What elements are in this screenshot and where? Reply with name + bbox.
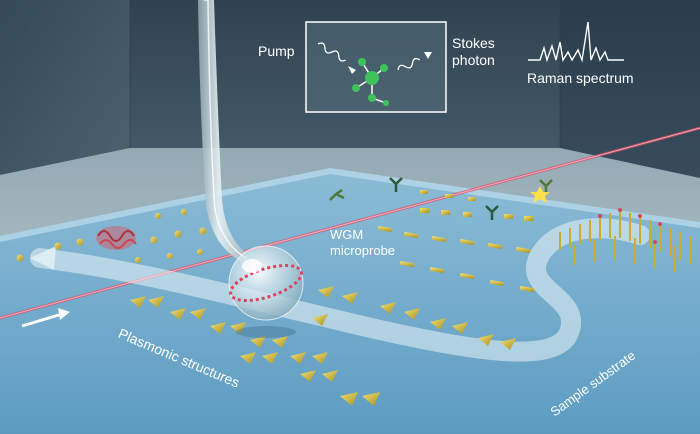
flow-arrowhead	[30, 246, 56, 270]
stokes-label: Stokes	[452, 35, 495, 51]
fiber-taper-icon	[198, 0, 250, 262]
microsphere-icon	[228, 245, 304, 338]
wavy-arrow-icon	[317, 42, 347, 62]
star-icon	[530, 186, 550, 203]
wavy-arrow-out-icon	[397, 57, 421, 71]
flow-path	[30, 218, 650, 362]
nanorod-row	[377, 225, 535, 293]
bowtie-antenna-array	[130, 286, 516, 406]
nanopillar-array	[559, 210, 691, 272]
photon-label: photon	[452, 52, 495, 68]
direction-arrow-shaft	[21, 312, 63, 328]
microprobe-label: microprobe	[330, 243, 396, 258]
right-wall	[560, 0, 700, 190]
raman-spectrum-icon	[528, 21, 624, 63]
pump-label: Pump	[258, 43, 295, 59]
pillar-caps	[598, 208, 662, 244]
molecule-cluster	[329, 177, 553, 220]
left-wall	[0, 0, 130, 180]
raman-spectrum-label: Raman spectrum	[527, 70, 634, 86]
direction-arrow-icon	[58, 308, 70, 320]
protein-icon	[96, 226, 137, 250]
process-inset-box	[305, 21, 447, 113]
substrate-edge	[0, 168, 700, 242]
wgm-label: WGM	[330, 227, 364, 242]
molecule-icon	[352, 58, 389, 106]
nanoblock-row-top	[420, 190, 533, 221]
